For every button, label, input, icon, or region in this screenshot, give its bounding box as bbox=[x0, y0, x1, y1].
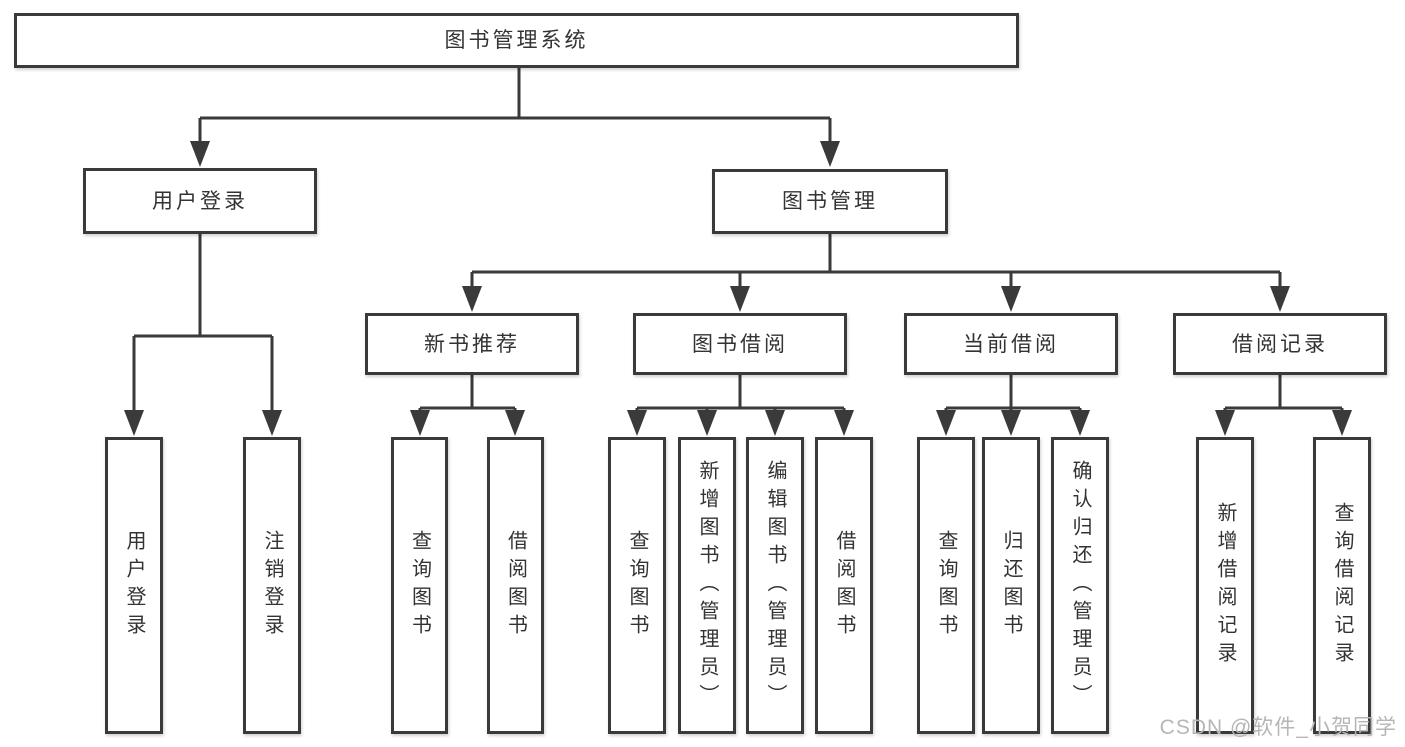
node-query-books-recommend-label: 查询图书 bbox=[408, 529, 431, 642]
node-book-management: 图书管理 bbox=[712, 169, 948, 234]
node-borrow-books-borrowing: 借阅图书 bbox=[815, 437, 873, 734]
connector-borrowing-records bbox=[1223, 375, 1344, 414]
node-add-borrow-record-label: 新增借阅记录 bbox=[1214, 501, 1236, 670]
node-book-management-label: 图书管理 bbox=[782, 190, 878, 213]
node-borrowing-records-label: 借阅记录 bbox=[1232, 332, 1328, 356]
arrowhead-icon bbox=[1001, 410, 1021, 436]
connector-book-borrowing bbox=[635, 375, 846, 414]
arrowhead-icon bbox=[1270, 286, 1290, 312]
connector-new-book bbox=[418, 375, 517, 414]
node-edit-books-admin: 编辑图书（管理员） bbox=[746, 437, 804, 734]
arrowhead-icon bbox=[765, 410, 785, 436]
connector-user-login bbox=[132, 233, 274, 412]
node-borrow-books-borrowing-label: 借阅图书 bbox=[833, 529, 855, 642]
node-current-borrowing-label: 当前借阅 bbox=[963, 332, 1059, 356]
node-add-borrow-record: 新增借阅记录 bbox=[1196, 437, 1254, 734]
node-add-books-admin: 新增图书（管理员） bbox=[678, 437, 736, 734]
arrowhead-icon bbox=[834, 410, 854, 436]
arrowhead-icon bbox=[697, 410, 717, 436]
connector-book-management bbox=[470, 234, 1282, 288]
node-return-books: 归还图书 bbox=[982, 437, 1040, 734]
arrowhead-icon bbox=[820, 141, 840, 167]
connector-current-borrowing bbox=[944, 375, 1082, 414]
arrowhead-icon bbox=[730, 286, 750, 312]
node-confirm-return-admin: 确认归还（管理员） bbox=[1051, 437, 1109, 734]
node-edit-books-admin-label: 编辑图书（管理员） bbox=[764, 459, 786, 712]
arrowhead-icon bbox=[190, 141, 210, 167]
node-book-borrowing: 图书借阅 bbox=[633, 313, 847, 375]
arrowhead-icon bbox=[124, 410, 144, 436]
node-user-login-action: 用户登录 bbox=[105, 437, 163, 734]
node-new-book-recommendation-label: 新书推荐 bbox=[424, 332, 520, 356]
node-add-books-admin-label: 新增图书（管理员） bbox=[696, 459, 718, 712]
node-current-borrowing: 当前借阅 bbox=[904, 313, 1118, 375]
node-return-books-label: 归还图书 bbox=[1000, 529, 1022, 642]
arrowhead-icon bbox=[1332, 410, 1352, 436]
arrowhead-icon bbox=[1070, 410, 1090, 436]
watermark: CSDN @软件_小贺同学 bbox=[1159, 716, 1397, 739]
arrowhead-icon bbox=[505, 410, 525, 436]
arrowhead-icon bbox=[1001, 286, 1021, 312]
arrowhead-icon bbox=[627, 410, 647, 436]
node-query-books-borrowing: 查询图书 bbox=[608, 437, 666, 734]
node-root: 图书管理系统 bbox=[14, 13, 1019, 68]
node-root-label: 图书管理系统 bbox=[444, 29, 589, 52]
node-query-books-current-label: 查询图书 bbox=[935, 529, 957, 642]
node-book-borrowing-label: 图书借阅 bbox=[692, 332, 788, 356]
arrowhead-icon bbox=[410, 410, 430, 436]
node-new-book-recommendation: 新书推荐 bbox=[365, 313, 579, 375]
node-query-books-borrowing-label: 查询图书 bbox=[626, 529, 648, 642]
node-confirm-return-admin-label: 确认归还（管理员） bbox=[1069, 459, 1091, 712]
arrowhead-icon bbox=[262, 410, 282, 436]
node-query-borrow-record-label: 查询借阅记录 bbox=[1331, 501, 1353, 670]
node-borrow-books-recommend: 借阅图书 bbox=[487, 437, 544, 734]
node-logout: 注销登录 bbox=[243, 437, 301, 734]
node-logout-label: 注销登录 bbox=[261, 529, 283, 642]
node-user-login: 用户登录 bbox=[83, 168, 317, 234]
node-query-borrow-record: 查询借阅记录 bbox=[1313, 437, 1371, 734]
arrowhead-icon bbox=[1215, 410, 1235, 436]
node-user-login-label: 用户登录 bbox=[152, 189, 248, 213]
connector-root bbox=[198, 68, 832, 143]
arrowhead-icon bbox=[936, 410, 956, 436]
node-query-books-current: 查询图书 bbox=[917, 437, 975, 734]
node-user-login-action-label: 用户登录 bbox=[123, 529, 145, 642]
node-borrowing-records: 借阅记录 bbox=[1173, 313, 1387, 375]
node-query-books-recommend: 查询图书 bbox=[391, 437, 448, 734]
arrowhead-icon bbox=[462, 286, 482, 312]
node-borrow-books-recommend-label: 借阅图书 bbox=[504, 529, 527, 642]
